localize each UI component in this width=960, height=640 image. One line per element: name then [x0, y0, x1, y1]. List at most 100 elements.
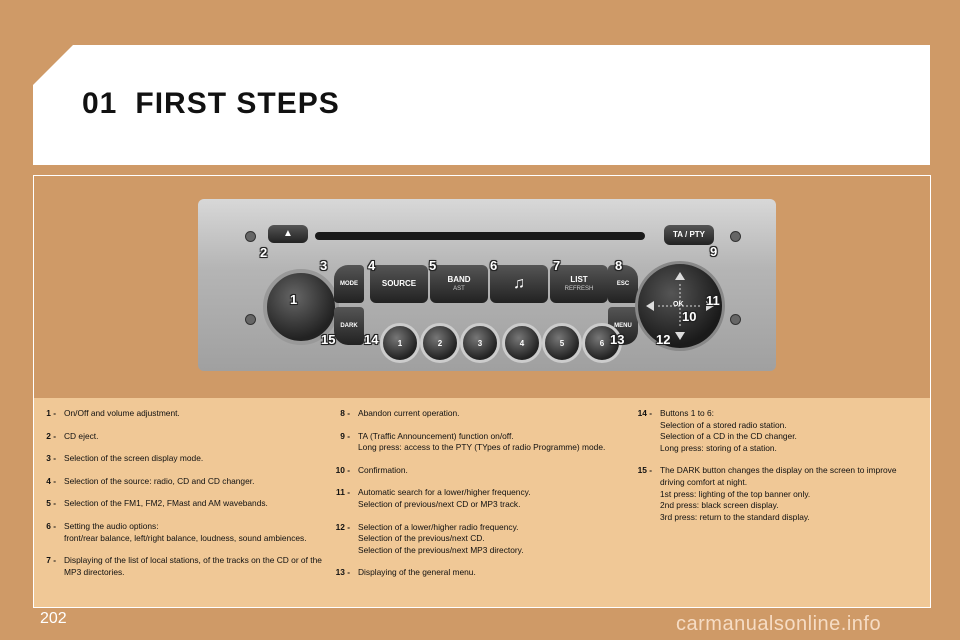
legend-text: Setting the audio options: front/rear ba…	[64, 520, 307, 543]
legend-text: CD eject.	[64, 430, 99, 441]
legend-item: 13 - Displaying of the general menu.	[328, 567, 626, 579]
callout-2: 2	[260, 245, 268, 260]
preset-button-3[interactable]: 3	[460, 323, 500, 363]
callout-11: 11	[706, 293, 720, 308]
legend-text: Displaying of the general menu.	[358, 567, 476, 578]
source-button[interactable]: SOURCE	[370, 265, 428, 303]
legend-number: 7 -	[46, 555, 56, 566]
legend-column-1: 1 - On/Off and volume adjustment. 2 - CD e…	[34, 408, 326, 589]
cd-slot	[315, 232, 645, 240]
callout-7: 7	[553, 258, 561, 273]
title-banner	[33, 45, 930, 165]
screw-icon	[730, 231, 741, 242]
callout-12: 12	[656, 332, 671, 347]
list-button[interactable]: LIST REFRESH	[550, 265, 608, 303]
legend-number: 15 -	[637, 465, 652, 476]
legend-item: 8 - Abandon current operation.	[328, 408, 626, 420]
callout-15: 15	[321, 332, 336, 347]
preset-button-6[interactable]: 6	[582, 323, 622, 363]
legend-column-3: 14 - Buttons 1 to 6: Selection of a store…	[630, 408, 912, 534]
watermark: carmanualsonline.info	[676, 613, 882, 635]
audio-settings-button[interactable]: ♫	[490, 265, 548, 303]
legend-item: 15 - The DARK button changes the display …	[630, 465, 912, 523]
radio-photo-area: ▲ TA / PTY MODE DARK SOURCE BAND AST ♫ L…	[34, 176, 930, 398]
preset-button-4[interactable]: 4	[502, 323, 542, 363]
band-label: BAND	[447, 275, 471, 284]
radio-unit-illustration: ▲ TA / PTY MODE DARK SOURCE BAND AST ♫ L…	[198, 199, 776, 371]
legend-number: 4 -	[46, 475, 56, 486]
legend-text: Automatic search for a lower/higher freq…	[358, 487, 531, 509]
legend-number: 14 -	[637, 408, 652, 418]
legend-number: 5 -	[46, 498, 56, 509]
legend-text: Selection of the screen display mode.	[64, 453, 204, 464]
legend-item: 12 - Selection of a lower/higher radio fr…	[328, 522, 626, 557]
callout-9: 9	[710, 244, 718, 259]
legend-item: 6 - Setting the audio options: front/rear…	[34, 521, 326, 544]
legend-number: 3 -	[46, 453, 56, 464]
chapter-number: 01	[82, 87, 118, 120]
list-sublabel: REFRESH	[564, 286, 594, 292]
legend-item: 11 - Automatic search for a lower/higher …	[328, 487, 626, 510]
chapter-title: FIRST STEPS	[135, 87, 340, 120]
legend-text: Confirmation.	[358, 464, 408, 475]
direction-arrows-icon	[646, 272, 714, 340]
band-button[interactable]: BAND AST	[430, 265, 488, 303]
legend-number: 9 -	[340, 430, 350, 441]
legend-item: 2 - CD eject.	[34, 431, 326, 443]
legend-item: 4 - Selection of the source: radio, CD an…	[34, 476, 326, 488]
legend-text: Abandon current operation.	[358, 408, 460, 418]
navigation-dpad[interactable]: OK	[635, 261, 725, 351]
callout-3: 3	[320, 258, 328, 273]
legend-number: 1 -	[46, 408, 56, 418]
legend-item: 10 - Confirmation.	[328, 465, 626, 477]
ta-pty-button[interactable]: TA / PTY	[664, 225, 714, 245]
legend-number: 10 -	[335, 464, 350, 475]
callout-14: 14	[364, 332, 379, 347]
music-note-icon: ♫	[513, 275, 525, 292]
legend-number: 11 -	[336, 487, 350, 498]
legend-text: On/Off and volume adjustment.	[64, 408, 180, 418]
dark-button[interactable]: DARK	[334, 307, 364, 345]
legend-text: Selection of a lower/higher radio freque…	[358, 521, 524, 555]
mode-button[interactable]: MODE	[334, 265, 364, 303]
legend-text: The DARK button changes the display on t…	[660, 465, 897, 522]
legend-text: Buttons 1 to 6: Selection of a stored ra…	[660, 408, 797, 453]
legend-text: Selection of the FM1, FM2, FMast and AM …	[64, 498, 268, 509]
legend-number: 6 -	[46, 520, 56, 531]
legend-item: 3 - Selection of the screen display mode.	[34, 453, 326, 465]
band-sublabel: AST	[453, 286, 465, 292]
eject-button[interactable]: ▲	[268, 225, 308, 243]
legend-item: 9 - TA (Traffic Announcement) function on…	[328, 431, 626, 454]
legend-column-2: 8 - Abandon current operation. 9 - TA (Tra…	[328, 408, 626, 590]
legend-item: 5 - Selection of the FM1, FM2, FMast and …	[34, 498, 326, 510]
callout-10: 10	[682, 309, 697, 324]
preset-button-1[interactable]: 1	[380, 323, 420, 363]
preset-button-2[interactable]: 2	[420, 323, 460, 363]
esc-button[interactable]: ESC	[608, 265, 638, 303]
screw-icon	[730, 314, 741, 325]
legend-item: 7 - Displaying of the list of local stati…	[34, 555, 326, 578]
callout-4: 4	[368, 258, 376, 273]
legend-text: Selection of the source: radio, CD and C…	[64, 475, 255, 486]
legend-item: 1 - On/Off and volume adjustment.	[34, 408, 326, 420]
legend-item: 14 - Buttons 1 to 6: Selection of a store…	[630, 408, 912, 454]
legend-number: 12 -	[335, 521, 350, 532]
list-label: LIST	[570, 275, 588, 284]
screw-icon	[245, 314, 256, 325]
ok-label: OK	[673, 301, 684, 308]
callout-8: 8	[615, 258, 623, 273]
callout-13: 13	[610, 332, 625, 347]
legend-number: 13 -	[335, 567, 350, 578]
callout-5: 5	[429, 258, 437, 273]
legend-text: TA (Traffic Announcement) function on/of…	[358, 430, 606, 453]
legend-number: 2 -	[46, 430, 56, 441]
content-panel: ▲ TA / PTY MODE DARK SOURCE BAND AST ♫ L…	[33, 175, 931, 608]
callout-6: 6	[490, 258, 498, 273]
legend-number: 8 -	[340, 408, 350, 418]
page-title: 01 FIRST STEPS	[82, 87, 340, 121]
page-number: 202	[40, 610, 67, 627]
callout-1: 1	[290, 292, 298, 307]
screw-icon	[245, 231, 256, 242]
legend-text: Displaying of the list of local stations…	[64, 555, 322, 577]
preset-button-5[interactable]: 5	[542, 323, 582, 363]
